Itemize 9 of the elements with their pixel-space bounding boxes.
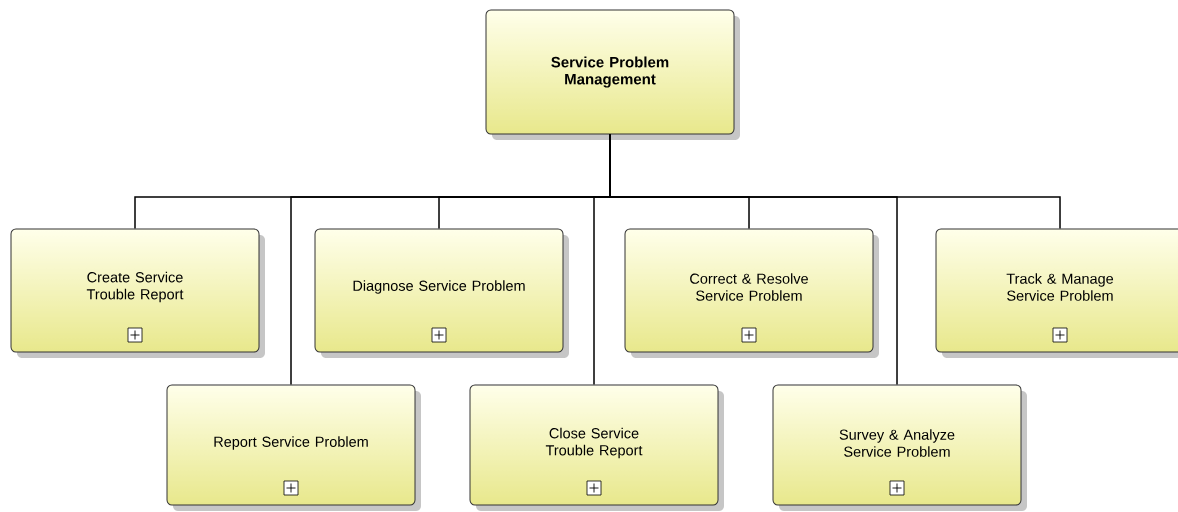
process-box: Service Problem Management xyxy=(485,9,740,140)
process-box: Create Service Trouble Report xyxy=(10,228,265,358)
process-box: Survey & Analyze Service Problem xyxy=(772,384,1027,511)
process-box: Close Service Trouble Report xyxy=(469,384,724,511)
connector xyxy=(609,133,1061,230)
process-box: Track & Manage Service Problem xyxy=(935,228,1178,358)
process-box: Diagnose Service Problem xyxy=(314,228,569,358)
process-box: Correct & Resolve Service Problem xyxy=(624,228,879,358)
process-box: Report Service Problem xyxy=(166,384,421,511)
